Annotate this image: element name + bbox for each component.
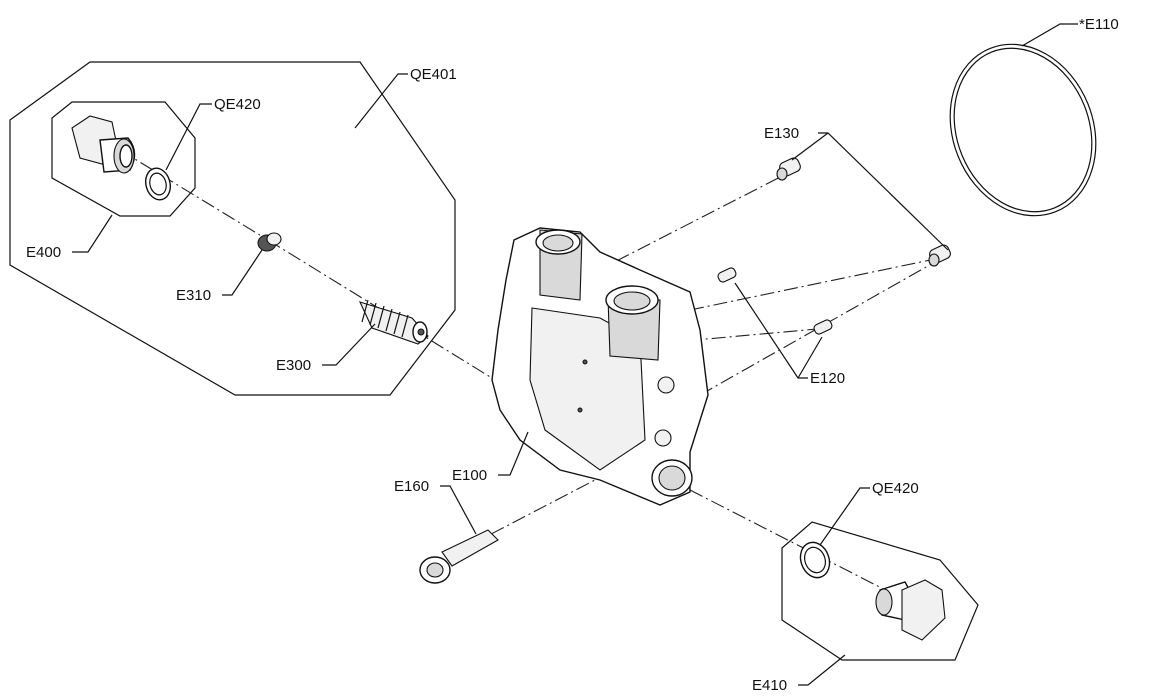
e130-pin-upper — [776, 157, 801, 181]
e410-plug — [875, 579, 946, 641]
kit-e410-outline — [781, 521, 979, 661]
label-qe401: QE401 — [410, 66, 457, 83]
e300-cartridge — [358, 299, 429, 345]
label-e160: E160 — [394, 478, 429, 495]
e100-body — [491, 227, 709, 506]
e130-pin-lower — [928, 244, 951, 267]
kit-qe401-outline — [9, 61, 456, 396]
e400-plug — [71, 115, 136, 174]
label-e400: E400 — [26, 244, 61, 261]
kit-qe420-top-outline — [51, 101, 196, 217]
qe420-top-ring — [144, 167, 172, 201]
e120-pin-lower — [813, 319, 833, 335]
leader-lines — [72, 23, 1078, 686]
label-e410: E410 — [752, 677, 787, 694]
label-qe420-top: QE420 — [214, 96, 261, 113]
label-e110: *E110 — [1079, 16, 1119, 33]
qe420-bottom-ring — [799, 541, 831, 579]
label-e100: E100 — [452, 467, 487, 484]
label-e120: E120 — [810, 370, 845, 387]
e120-pin-upper — [717, 267, 737, 283]
label-e310: E310 — [176, 287, 211, 304]
e110-o-ring — [949, 43, 1097, 217]
e160-screw — [419, 529, 499, 584]
label-e130: E130 — [764, 125, 799, 142]
e310-valve — [257, 232, 282, 252]
label-qe420-bottom: QE420 — [872, 480, 919, 497]
label-e300: E300 — [276, 357, 311, 374]
